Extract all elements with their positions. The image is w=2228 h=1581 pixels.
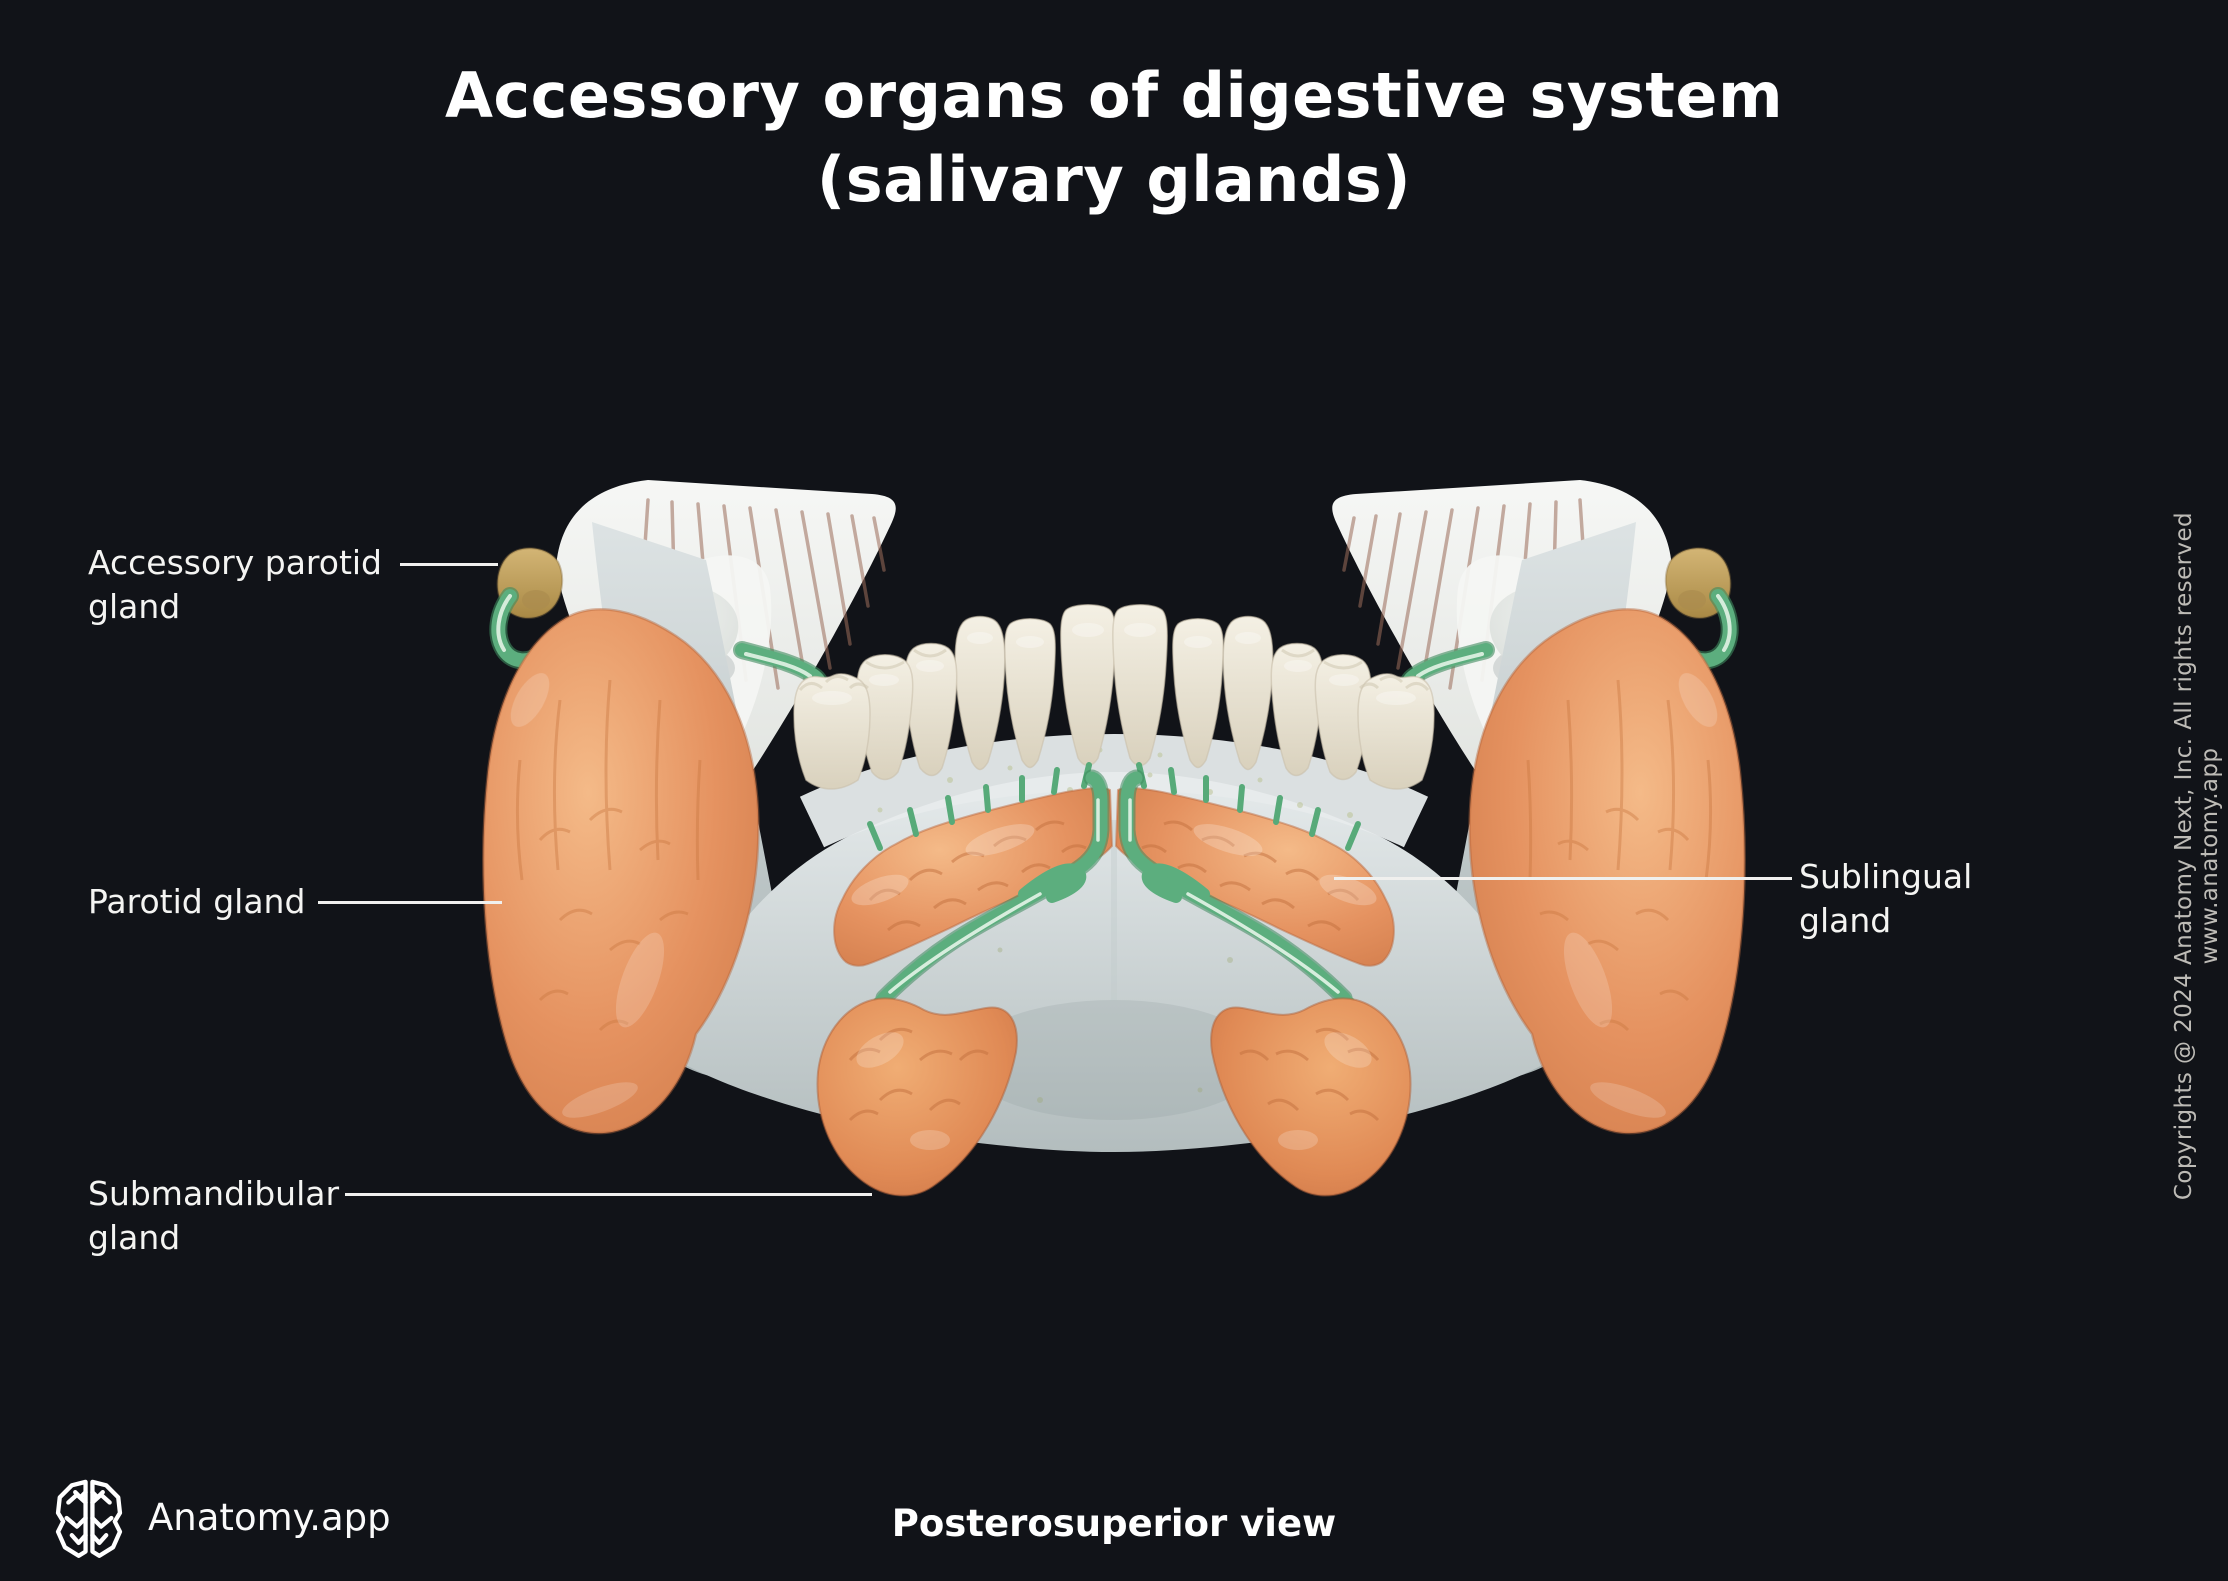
label-submandibular-gland: Submandibular gland (88, 1174, 340, 1257)
label-parotid-gland: Parotid gland (88, 882, 306, 921)
brand-name: Anatomy.app (148, 1496, 391, 1539)
copyright-text: Copyrights @ 2024 Anatomy Next, Inc. All… (2171, 511, 2223, 1201)
title-line-2: (salivary glands) (816, 143, 1412, 216)
leader-line-parotid (318, 901, 502, 904)
floor-of-mouth-left (816, 762, 1114, 1197)
leader-line-sublingual (1334, 877, 1792, 880)
page-title: Accessory organs of digestive system (sa… (0, 54, 2228, 222)
mandible-body-inner-plate (668, 733, 1560, 1152)
teeth-row-left (793, 604, 1116, 790)
brain-logo-icon (55, 1479, 132, 1558)
minor-sublingual-ducts (867, 762, 1092, 851)
title-line-1: Accessory organs of digestive system (444, 59, 1784, 132)
submandibular-gland-shape (816, 997, 1018, 1197)
label-accessory-parotid-gland: Accessory parotid gland (88, 543, 383, 626)
molar (793, 673, 871, 790)
alveolar-ridge (799, 733, 1429, 848)
sublingual-texture (868, 820, 1087, 932)
leader-line-submandibular (345, 1193, 872, 1196)
leader-line-accessory-parotid (400, 563, 498, 566)
parotid-gland-shape (482, 608, 760, 1135)
parotid-texture (515, 679, 702, 1032)
label-sublingual-gland: Sublingual gland (1799, 857, 1973, 940)
accessory-parotid-lobule (522, 590, 550, 610)
lateral-incisor (1004, 618, 1056, 769)
submandibular-texture (848, 1027, 989, 1122)
central-incisor (1060, 604, 1116, 767)
parotid-left (482, 608, 760, 1135)
view-caption: Posterosuperior view (891, 1502, 1337, 1545)
